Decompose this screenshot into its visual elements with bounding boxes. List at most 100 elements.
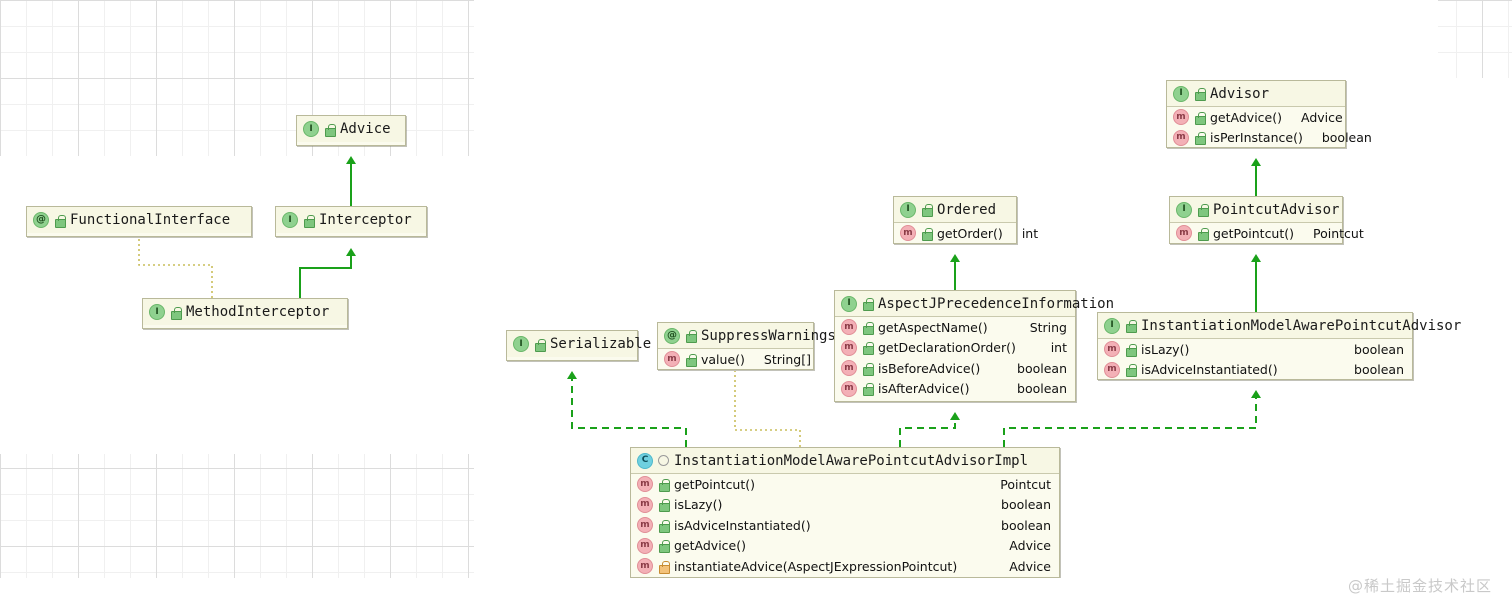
interface-badge-icon: I (900, 201, 916, 218)
uml-node-header: @FunctionalInterface (27, 207, 251, 233)
public-lock-icon (1125, 364, 1137, 378)
uml-member-row[interactable]: m getPointcut() Pointcut (1170, 223, 1364, 244)
public-lock-icon (921, 227, 933, 241)
public-lock-icon (921, 204, 933, 217)
public-lock-icon (685, 353, 697, 367)
uml-node-functional-interface[interactable]: @FunctionalInterface (26, 206, 252, 237)
uml-node-name: Serializable (550, 336, 652, 352)
annotation-badge-icon: @ (664, 327, 680, 344)
interface-badge-icon: I (149, 304, 165, 320)
method-badge-icon: m (637, 476, 653, 493)
method-badge-icon: m (637, 537, 653, 554)
uml-node-header: I AspectJPrecedenceInformation (835, 291, 1114, 317)
uml-member-name: getOrder() (937, 225, 1003, 241)
public-lock-icon (1194, 132, 1206, 146)
edge-impl-implements-aspectj (899, 412, 960, 447)
interface-badge-icon: I (1173, 85, 1189, 102)
uml-node-instantiation-model-aware-pointcut-advisor-impl[interactable]: C InstantiationModelAwarePointcutAdvisorI… (630, 447, 1060, 578)
uml-member-name: isPerInstance() (1210, 130, 1303, 146)
uml-member-type: boolean (1017, 360, 1067, 376)
uml-member-name: isLazy() (674, 497, 723, 513)
edge-impl-annotation-suppresswarnings (734, 371, 801, 447)
watermark: @稀土掘金技术社区 (1347, 577, 1492, 595)
uml-member-row[interactable]: m instantiateAdvice(AspectJExpressionPoin… (631, 556, 1059, 577)
public-lock-icon (534, 338, 546, 352)
uml-member-name: getAdvice() (1210, 109, 1282, 125)
method-badge-icon: m (664, 351, 680, 368)
public-lock-icon (1197, 227, 1209, 241)
public-lock-icon (54, 214, 66, 228)
edge-methodinterceptor-extends-interceptor (299, 248, 356, 298)
uml-member-type: boolean (1354, 362, 1404, 378)
public-lock-icon (862, 298, 874, 311)
uml-member-type: Pointcut (1313, 225, 1364, 241)
uml-member-type: Advice (1300, 109, 1343, 125)
method-badge-icon: m (841, 360, 857, 377)
edge-methodinterceptor-annotation-functionalinterface (138, 238, 213, 298)
public-lock-icon (324, 123, 336, 137)
public-lock-icon (862, 383, 874, 397)
uml-node-instantiation-model-aware-pointcut-advisor[interactable]: I InstantiationModelAwarePointcutAdvisor m… (1097, 312, 1461, 381)
public-lock-icon (658, 478, 670, 492)
method-badge-icon: m (1176, 225, 1192, 242)
uml-node-name: SuppressWarnings (701, 327, 836, 344)
method-badge-icon: m (1104, 341, 1120, 358)
uml-member-type: String (1029, 319, 1067, 335)
uml-member-name: getPointcut() (1213, 225, 1295, 241)
uml-member-list: m getPointcut() Pointcut (1170, 223, 1364, 244)
uml-node-method-interceptor[interactable]: I MethodInterceptor (142, 298, 348, 329)
public-lock-icon (170, 306, 182, 320)
method-badge-icon: m (637, 558, 653, 575)
uml-member-type: int (1021, 225, 1039, 241)
uml-member-name: isAdviceInstantiated() (1141, 362, 1278, 378)
uml-member-type: String[] (763, 351, 811, 367)
uml-node-name: InstantiationModelAwarePointcutAdvisor (1141, 317, 1462, 334)
public-lock-icon (1194, 111, 1206, 125)
interface-badge-icon: I (1104, 317, 1120, 334)
package-private-dot-icon (658, 455, 669, 466)
uml-node-name: AspectJPrecedenceInformation (878, 295, 1115, 312)
uml-node-name: MethodInterceptor (186, 304, 330, 320)
uml-member-type: Advice (1009, 538, 1051, 554)
uml-member-name: instantiateAdvice(AspectJExpressionPoint… (674, 558, 958, 574)
class-badge-icon: C (637, 452, 653, 469)
uml-member-type: boolean (1321, 130, 1372, 146)
uml-node-name: InstantiationModelAwarePointcutAdvisorIm… (674, 452, 1029, 469)
uml-node-header: @ SuppressWarnings (658, 323, 836, 349)
uml-member-name: getDeclarationOrder() (878, 340, 1016, 356)
public-lock-icon (658, 519, 670, 533)
uml-node-header: C InstantiationModelAwarePointcutAdvisorI… (631, 448, 1059, 474)
uml-node-name: FunctionalInterface (70, 212, 231, 228)
interface-badge-icon: I (841, 295, 857, 312)
public-lock-icon (1194, 88, 1206, 101)
method-badge-icon: m (637, 517, 653, 534)
uml-node-name: Advice (340, 121, 391, 137)
